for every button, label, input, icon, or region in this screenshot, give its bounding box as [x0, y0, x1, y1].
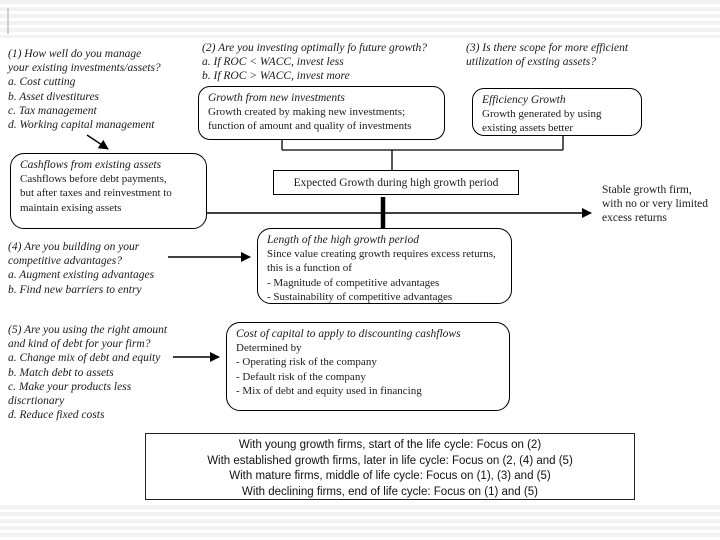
question-line: b. Match debt to assets: [8, 366, 114, 379]
summary-line: With mature firms, middle of life cycle:…: [229, 470, 551, 483]
question-line: a. Augment existing advantages: [8, 269, 155, 282]
question-line: d. Reduce fixed costs: [8, 409, 105, 422]
box-line: - Operating risk of the company: [236, 356, 377, 369]
question-line: c. Tax management: [8, 104, 97, 117]
question-line: (5) Are you using the right amount: [8, 324, 168, 336]
question-line: b. Find new barriers to entry: [8, 283, 142, 296]
box-line: - Magnitude of competitive advantages: [267, 276, 440, 289]
stable-growth-note: Stable growth firm, with no or very limi…: [602, 183, 708, 225]
background-stripes-bottom: [0, 505, 720, 540]
question-line: d. Working capital management: [8, 119, 155, 132]
box-line: Determined by: [236, 342, 302, 355]
question-line: b. Asset divestitures: [8, 90, 100, 103]
box-line: Since value creating growth requires exc…: [267, 248, 496, 261]
box-label: Expected Growth during high growth perio…: [293, 176, 499, 189]
note-line: with no or very limited: [602, 198, 709, 210]
box-title: Cashflows from existing assets: [20, 159, 162, 171]
box-growth-new-investments: Growth from new investments Growth creat…: [198, 86, 445, 140]
question-block-5: (5) Are you using the right amount and k…: [8, 323, 167, 422]
box-line: - Sustainability of competitive advantag…: [267, 290, 453, 303]
summary-line: With young growth firms, start of the li…: [238, 439, 542, 451]
box-line: Growth generated by using: [482, 108, 602, 121]
note-line: Stable growth firm,: [602, 184, 692, 196]
note-line: excess returns: [602, 212, 667, 224]
box-line: Growth created by making new investments…: [208, 106, 406, 119]
box-length-high-growth-period: Length of the high growth period Since v…: [257, 228, 512, 304]
question-line: competitive advantages?: [8, 255, 123, 268]
box-efficiency-growth: Efficiency Growth Growth generated by us…: [472, 88, 642, 136]
box-line: this is a function of: [267, 262, 352, 275]
box-cashflows-existing-assets: Cashflows from existing assets Cashflows…: [10, 153, 207, 229]
question-line: your existing investments/assets?: [8, 62, 161, 75]
question-line: a. Cost cutting: [8, 76, 76, 89]
question-line: c. Make your products less: [8, 380, 132, 393]
box-expected-growth: Expected Growth during high growth perio…: [273, 170, 519, 195]
slide-edge-mark: [7, 8, 9, 34]
box-line: - Default risk of the company: [236, 370, 366, 383]
question-block-3: (3) Is there scope for more efficient ut…: [466, 41, 628, 69]
lifecycle-summary-box: With young growth firms, start of the li…: [145, 433, 635, 500]
box-cost-of-capital: Cost of capital to apply to discounting …: [226, 322, 510, 411]
question-line: a. Change mix of debt and equity: [8, 352, 161, 365]
box-title: Growth from new investments: [208, 92, 345, 104]
box-title: Cost of capital to apply to discounting …: [236, 328, 461, 340]
question-block-1: (1) How well do you manage your existing…: [8, 47, 161, 132]
question-line: discrtionary: [8, 395, 65, 408]
question-line: (2) Are you investing optimally fo futur…: [202, 42, 427, 54]
question-line: (1) How well do you manage: [8, 48, 142, 60]
summary-line: With established growth firms, later in …: [207, 454, 573, 467]
question-line: b. If ROC > WACC, invest more: [202, 70, 350, 83]
background-stripes-top: [0, 0, 720, 38]
question-block-4: (4) Are you building on your competitive…: [8, 240, 154, 297]
question-line: utilization of exsting assets?: [466, 56, 597, 69]
box-line: - Mix of debt and equity used in financi…: [236, 384, 422, 397]
question-line: (3) Is there scope for more efficient: [466, 42, 629, 54]
box-title: Efficiency Growth: [482, 94, 566, 106]
question-line: (4) Are you building on your: [8, 241, 140, 253]
arrow-block1-to-cashflows: [86, 134, 109, 150]
box-line: but after taxes and reinvestment to: [20, 187, 172, 200]
question-line: a. If ROC < WACC, invest less: [202, 56, 344, 69]
summary-line: With declining firms, end of life cycle:…: [242, 485, 538, 498]
question-block-2: (2) Are you investing optimally fo futur…: [202, 41, 427, 84]
box-line: maintain exising assets: [20, 201, 122, 214]
box-line: function of amount and quality of invest…: [208, 120, 412, 133]
box-line: Cashflows before debt payments,: [20, 173, 167, 186]
box-line: existing assets better: [482, 122, 574, 135]
box-title: Length of the high growth period: [267, 234, 419, 246]
question-line: and kind of debt for your firm?: [8, 338, 151, 351]
